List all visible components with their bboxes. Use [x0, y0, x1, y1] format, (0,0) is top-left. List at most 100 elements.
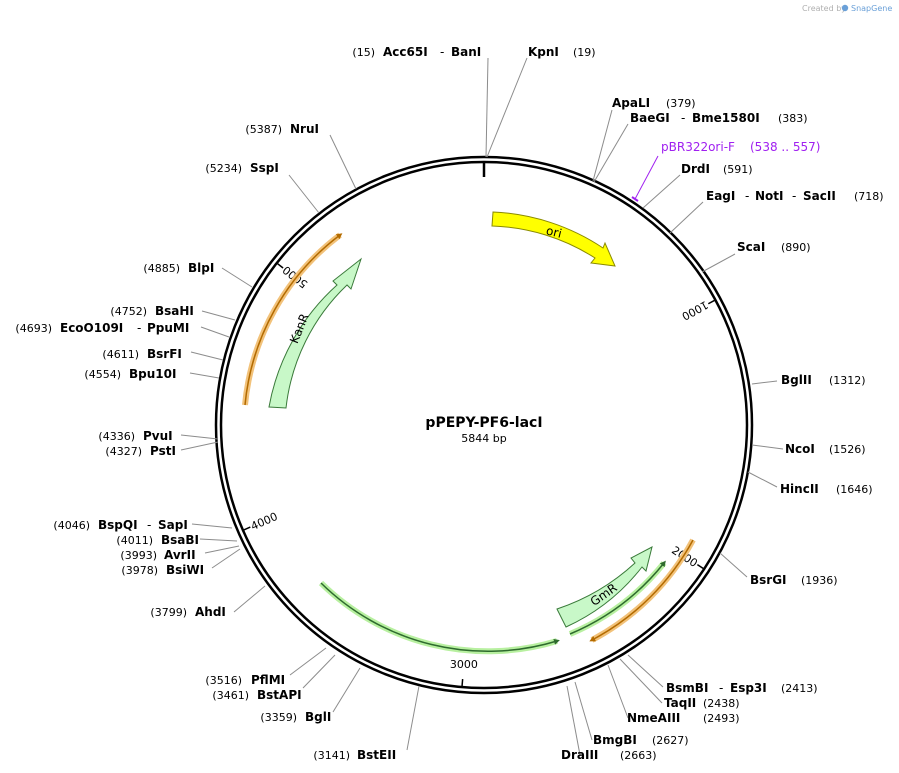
site-position: (3461) [212, 689, 249, 702]
site-bsteii[interactable]: (3141) BstEII [313, 748, 396, 762]
site-pvui[interactable]: (4336) PvuI [98, 429, 172, 443]
site-enzyme: ApaLI [612, 96, 650, 110]
site-enzyme: Bme1580I [692, 111, 760, 125]
site-hincii[interactable]: HincII (1646) [780, 482, 873, 496]
site-position: (1526) [829, 443, 866, 456]
site-bglii[interactable]: BglII (1312) [781, 373, 866, 387]
site-enzyme: PpuMI [147, 321, 189, 335]
site-enzyme: SapI [158, 518, 188, 532]
site-position: (5234) [205, 162, 242, 175]
site-nrui[interactable]: (5387) NruI [245, 122, 319, 136]
site-enzyme: TaqII [664, 696, 696, 710]
feature-kanr[interactable]: KanR [268, 257, 363, 409]
site-bsahi[interactable]: (4752) BsaHI [110, 304, 193, 318]
site-scai[interactable]: ScaI (890) [737, 240, 811, 254]
site-enzyme: BsiWI [166, 563, 204, 577]
site-position: (4336) [98, 430, 135, 443]
site-drdi[interactable]: DrdI (591) [681, 162, 753, 176]
site-nmeaiii[interactable]: NmeAIII (2493) [627, 711, 740, 725]
site-sspi[interactable]: (5234) SspI [205, 161, 278, 175]
site-position: (3993) [120, 549, 157, 562]
svg-text:-: - [745, 189, 749, 203]
site-psti[interactable]: (4327) PstI [105, 444, 176, 458]
site-enzyme: NotI [755, 189, 784, 203]
primer-range: (538 .. 557) [750, 140, 820, 154]
site-enzyme: BsmBI [666, 681, 708, 695]
site-position: (2493) [703, 712, 740, 725]
site-position: (1312) [829, 374, 866, 387]
site-pflmi[interactable]: (3516) PflMI [205, 673, 285, 687]
svg-text:-: - [137, 321, 141, 335]
site-eagi[interactable]: EagI - NotI - SacII (718) [706, 189, 884, 203]
site-position: (4611) [102, 348, 139, 361]
site-enzyme: BaeGI [630, 111, 670, 125]
plasmid-backbone [214, 155, 754, 695]
feature-label-ori: ori [545, 223, 564, 240]
site-bsrfi[interactable]: (4611) BsrFI [102, 347, 181, 361]
site-bsrgi[interactable]: BsrGI (1936) [750, 573, 838, 587]
site-enzyme: AvrII [164, 548, 196, 562]
site-enzyme: BsrGI [750, 573, 787, 587]
site-enzyme: SspI [250, 161, 279, 175]
tick-mark [276, 262, 284, 269]
site-eco0109i[interactable]: (4693) EcoO109I - PpuMI [15, 321, 189, 335]
tick-mark [696, 564, 705, 570]
site-bmgbi[interactable]: BmgBI (2627) [593, 733, 689, 747]
site-bsabi[interactable]: (4011) BsaBI [116, 533, 199, 547]
plasmid-name: pPEPY-PF6-lacI [425, 415, 542, 431]
site-enzyme: DrdI [681, 162, 710, 176]
site-avrii[interactable]: (3993) AvrII [120, 548, 195, 562]
site-enzyme: Acc65I [383, 45, 428, 59]
site-bsiwi[interactable]: (3978) BsiWI [121, 563, 204, 577]
site-position: (4554) [84, 368, 121, 381]
tick-label: 3000 [450, 658, 478, 671]
site-enzyme: SacII [803, 189, 836, 203]
site-enzyme: Bpu10I [129, 367, 176, 381]
site-bgli[interactable]: (3359) BglI [260, 710, 331, 724]
tick-label: 4000 [249, 510, 280, 533]
credit-prefix: Created by [802, 4, 846, 13]
site-bspqi[interactable]: (4046) BspQI - SapI [53, 518, 187, 532]
site-enzyme: BanI [451, 45, 481, 59]
site-draiii[interactable]: DraIII (2663) [561, 748, 657, 762]
site-enzyme: NmeAIII [627, 711, 680, 725]
snapgene-credit: Created by SnapGene [802, 4, 892, 13]
site-position: (379) [666, 97, 696, 110]
site-position: (383) [778, 112, 808, 125]
site-position: (718) [854, 190, 884, 203]
site-bstapi[interactable]: (3461) BstAPI [212, 688, 301, 702]
site-taqii[interactable]: TaqII (2438) [664, 696, 740, 710]
site-position: (3359) [260, 711, 297, 724]
site-position: (4752) [110, 305, 147, 318]
orf-arcs [242, 232, 696, 655]
site-enzyme: ScaI [737, 240, 765, 254]
site-position: (4011) [116, 534, 153, 547]
site-acc65i[interactable]: (15) Acc65I - BanI [352, 45, 481, 59]
site-blpi[interactable]: (4885) BlpI [143, 261, 214, 275]
primer-name: pBR322ori-F [661, 140, 735, 154]
site-enzyme: Esp3I [730, 681, 767, 695]
site-enzyme: BsaHI [155, 304, 194, 318]
site-apali[interactable]: ApaLI (379) [612, 96, 696, 110]
site-enzyme: BglII [781, 373, 812, 387]
site-ncoi[interactable]: NcoI (1526) [785, 442, 866, 456]
site-enzyme: EcoO109I [60, 321, 123, 335]
site-baegi[interactable]: BaeGI - Bme1580I (383) [630, 111, 808, 125]
site-kpni[interactable]: KpnI (19) [528, 45, 596, 59]
site-enzyme: BmgBI [593, 733, 637, 747]
site-bsmbi[interactable]: BsmBI - Esp3I (2413) [666, 681, 818, 695]
primer-pbr322ori-f[interactable]: pBR322ori-F (538 .. 557) [631, 140, 820, 202]
site-position: (890) [781, 241, 811, 254]
site-enzyme: PstI [150, 444, 176, 458]
site-position: (2438) [703, 697, 740, 710]
site-position: (19) [573, 46, 596, 59]
site-position: (15) [352, 46, 375, 59]
snapgene-logo-icon [841, 4, 849, 12]
site-bpu10i[interactable]: (4554) Bpu10I [84, 367, 176, 381]
plasmid-title-block: pPEPY-PF6-lacI 5844 bp [425, 415, 542, 445]
site-position: (2413) [781, 682, 818, 695]
feature-ori[interactable]: ori [491, 211, 616, 267]
site-ahdi[interactable]: (3799) AhdI [150, 605, 225, 619]
tick-mark [461, 679, 464, 688]
